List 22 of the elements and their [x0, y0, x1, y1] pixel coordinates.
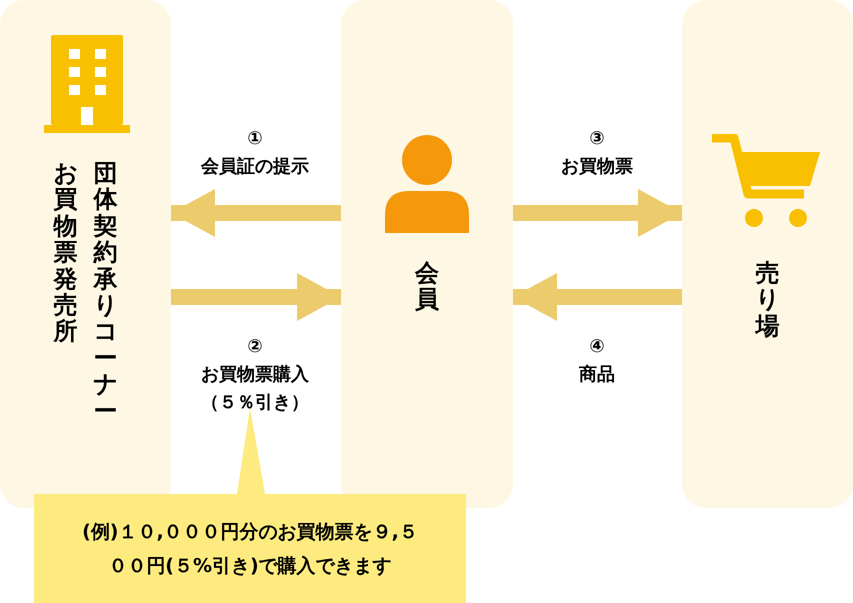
callout-pointer — [237, 408, 265, 494]
column-panel — [0, 0, 171, 508]
vertical-label: 売り場 — [756, 260, 780, 340]
vertical-label: お買物票発売所 — [54, 160, 78, 348]
arrow — [513, 273, 682, 321]
note-box — [34, 494, 466, 603]
column-panel — [682, 0, 853, 508]
step-number: ① — [246, 127, 264, 151]
vertical-label: 団体契約承りコーナー — [94, 160, 118, 424]
note-text: (例)１０,０００円分のお買物票を９,５００円(５%引き)で購入できます — [81, 520, 419, 578]
step-number: ② — [246, 335, 264, 359]
edge-label: お買物票購入（５％引き） — [200, 363, 310, 415]
vertical-label: 会員 — [415, 260, 439, 313]
arrow — [513, 189, 682, 237]
edge-label: お買物票 — [560, 155, 634, 179]
arrow — [171, 189, 341, 237]
edge-label: 会員証の提示 — [200, 155, 310, 179]
edge-label: 商品 — [578, 363, 616, 387]
arrow — [171, 273, 341, 321]
step-number: ④ — [588, 335, 606, 359]
step-number: ③ — [588, 127, 606, 151]
column-panel — [341, 0, 513, 508]
